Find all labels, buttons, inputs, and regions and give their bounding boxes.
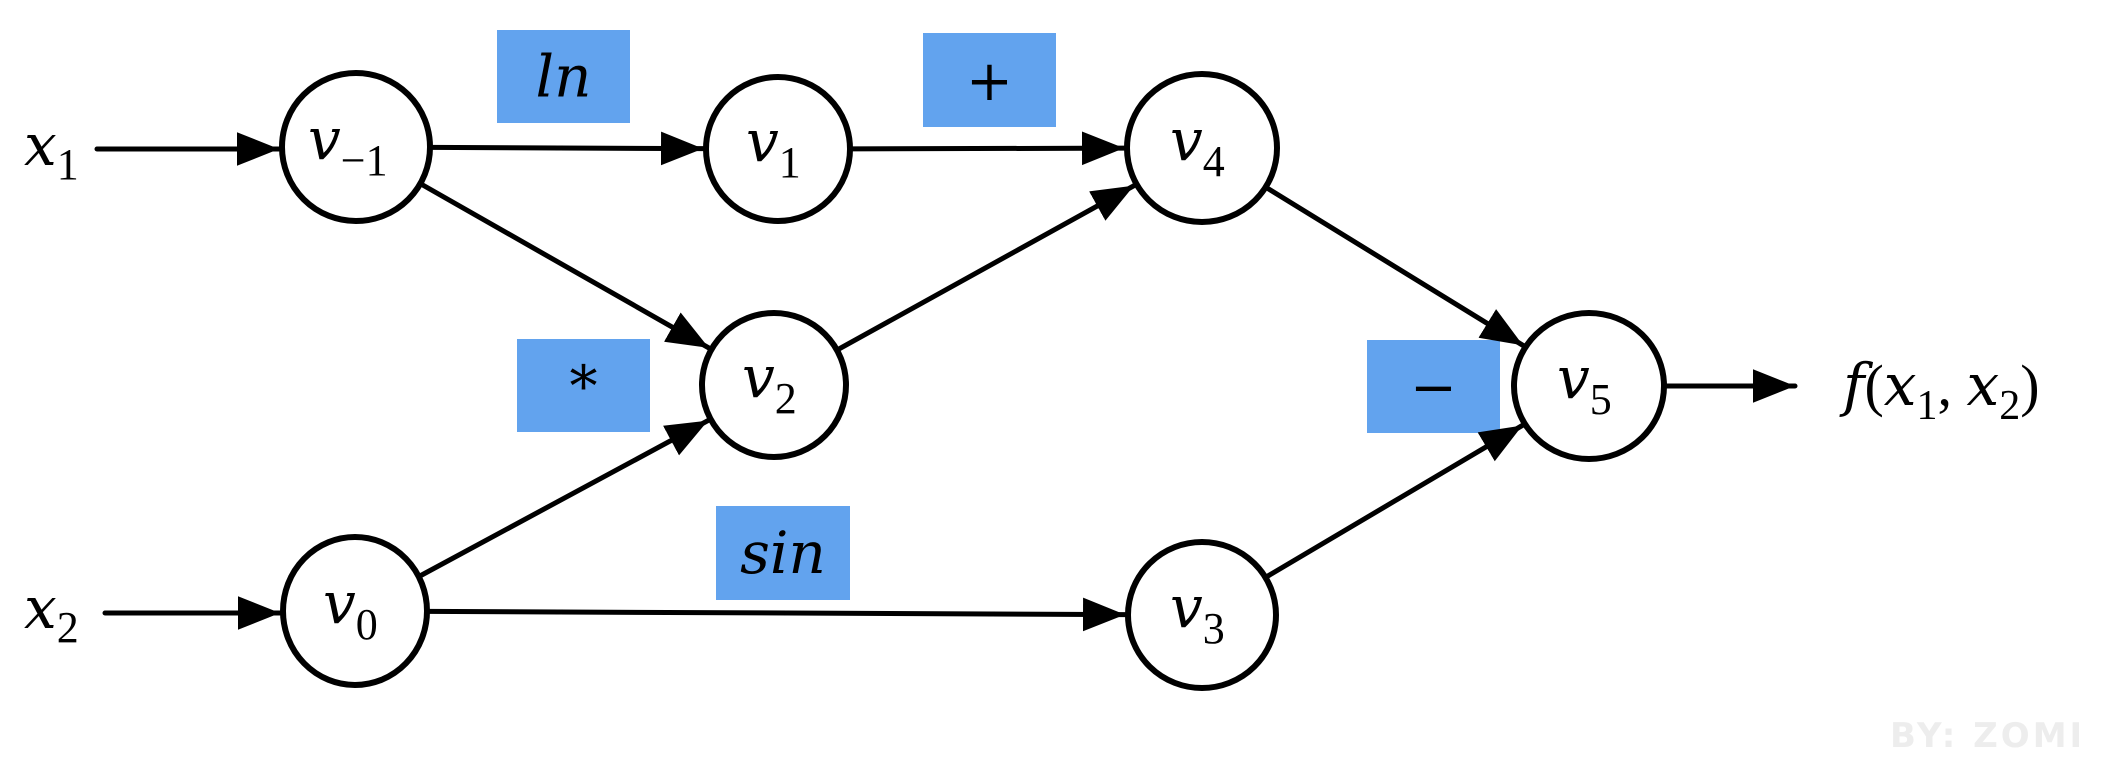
edge-v2-to-v4 [834,183,1137,353]
op-box-add: + [923,33,1056,127]
op-label: − [1410,356,1457,421]
op-box-background [497,30,630,123]
node-circle [1511,310,1667,462]
op-box-mul: * [517,339,650,432]
op-label: sin [740,519,826,587]
node-v4: v4 [1124,71,1280,225]
input-label-x1: x1 [24,111,79,189]
node-label: v3 [1170,573,1225,653]
node-circle [1125,539,1279,691]
node-label: v0 [323,569,378,649]
node-v0: v0 [280,534,430,688]
node-label: v4 [1170,106,1225,186]
op-label: * [570,355,598,420]
edge-v3-to-v5 [1262,422,1525,580]
input-label-x2: x2 [24,574,79,652]
node-label: v2 [742,343,797,423]
op-box-background [1367,340,1500,433]
node-circle [703,74,853,224]
edge-v1-to-v4 [847,131,1127,166]
node-label: v5 [1557,344,1612,424]
node-v3: v3 [1125,539,1279,691]
node-v2: v2 [699,310,849,460]
node-circle [279,70,433,224]
node-v1: v1 [703,74,853,224]
node-v-1: v−1 [279,70,433,224]
edge-v0-to-v2 [416,418,711,580]
edge-v-1-to-v1 [427,131,706,166]
op-box-sub: − [1367,340,1500,433]
output-label: f(x1, x2) [1839,351,2040,429]
node-circle [699,310,849,460]
op-box-sin: sin [716,506,850,600]
node-circle [1124,71,1280,225]
op-label: ln [536,43,592,111]
edge-v-1-to-v2 [417,181,712,351]
node-label: v−1 [308,105,388,185]
op-box-background [923,33,1056,127]
op-box-background [517,339,650,432]
watermark: BY: ZOMI [1890,716,2085,756]
edge-v4-to-v5 [1263,184,1526,348]
op-box-ln: ln [497,30,630,123]
node-label: v1 [746,107,801,187]
edge-v0-to-v3 [424,597,1128,632]
node-circle [280,534,430,688]
op-label: + [966,49,1013,114]
op-box-background [716,506,850,600]
node-v5: v5 [1511,310,1667,462]
